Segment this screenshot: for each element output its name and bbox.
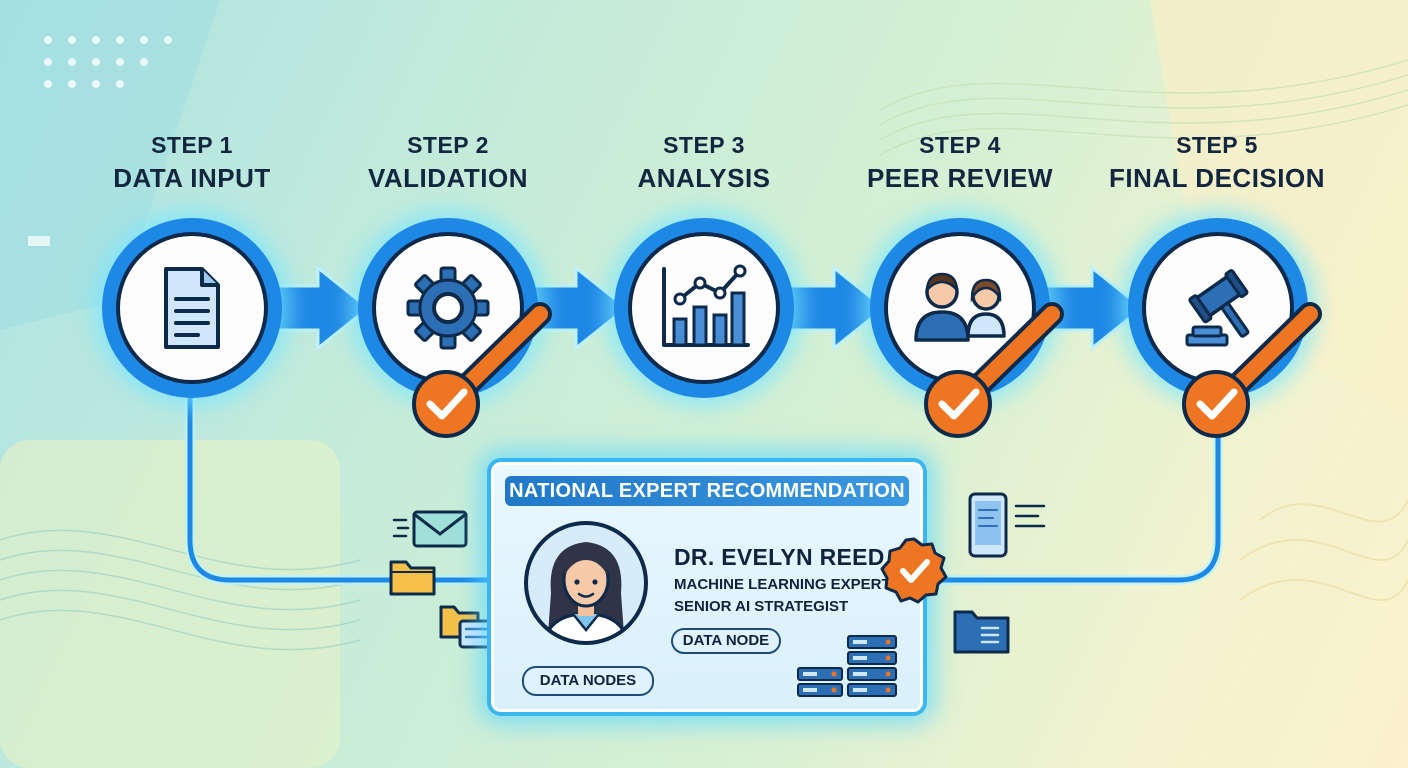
server-rack-icon bbox=[797, 635, 897, 697]
step-5-node[interactable] bbox=[1128, 218, 1322, 438]
step-3-label: STEP 3 ANALYSIS bbox=[637, 132, 771, 193]
document-icon bbox=[164, 267, 220, 349]
folder-icon bbox=[389, 560, 436, 596]
expert-recommendation-card[interactable]: NATIONAL EXPERT RECOMMENDATION DR. EVELY… bbox=[487, 458, 948, 716]
step-4-label: STEP 4 PEER REVIEW bbox=[866, 132, 1054, 193]
expert-name: DR. EVELYN REED bbox=[674, 544, 885, 570]
gear-icon bbox=[406, 266, 490, 350]
connector-right bbox=[924, 417, 1221, 583]
check-badge-icon bbox=[412, 302, 552, 438]
expert-title-2: SENIOR AI STRATEGIST bbox=[674, 598, 849, 615]
step-2-label: STEP 2 VALIDATION bbox=[367, 132, 529, 193]
step-5-label: STEP 5 FINAL DECISION bbox=[1109, 132, 1325, 193]
arrow-1-2 bbox=[266, 264, 371, 352]
step-1-label: STEP 1 DATA INPUT bbox=[113, 132, 271, 193]
step-4-node[interactable] bbox=[870, 218, 1064, 438]
expert-title-1: MACHINE LEARNING EXPERT bbox=[674, 576, 891, 593]
card-header: NATIONAL EXPERT RECOMMENDATION bbox=[505, 476, 909, 506]
step-1-node[interactable] bbox=[102, 218, 282, 398]
verified-badge-icon bbox=[880, 537, 948, 604]
data-node-badge[interactable]: DATA NODE bbox=[671, 628, 781, 654]
mobile-device-icon bbox=[968, 492, 1046, 558]
email-icon bbox=[392, 510, 468, 548]
check-badge-icon bbox=[924, 302, 1064, 438]
connector-left bbox=[187, 395, 490, 583]
step-3-node[interactable] bbox=[614, 218, 794, 398]
gavel-icon bbox=[1185, 269, 1250, 347]
data-nodes-badge[interactable]: DATA NODES bbox=[522, 666, 654, 696]
server-folder-icon bbox=[953, 610, 1010, 654]
step-2-node[interactable] bbox=[358, 218, 552, 438]
check-badge-icon bbox=[1182, 302, 1322, 438]
expert-avatar bbox=[524, 521, 648, 645]
arrow-3-4 bbox=[782, 264, 887, 352]
people-icon bbox=[914, 272, 1006, 342]
bar-chart-icon bbox=[662, 264, 750, 347]
